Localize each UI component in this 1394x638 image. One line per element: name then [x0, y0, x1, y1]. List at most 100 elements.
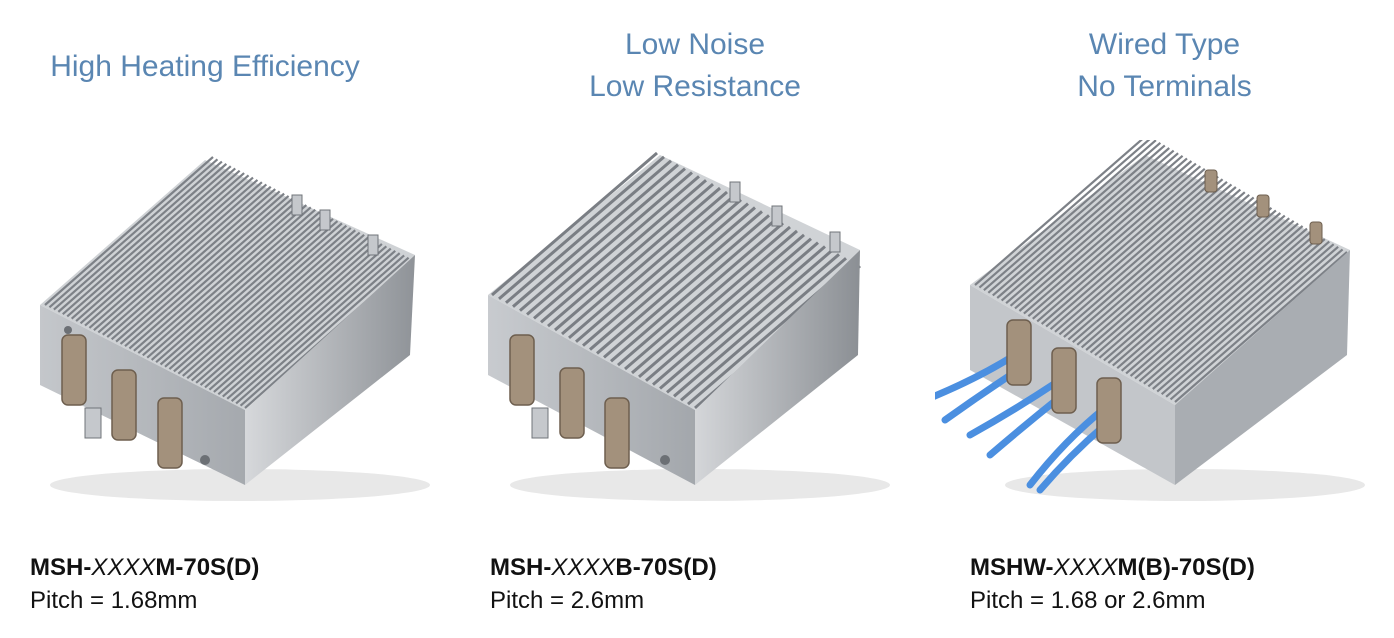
fin-line — [568, 194, 735, 339]
fin-line — [505, 159, 672, 304]
product-card-2: Low Noise Low Resistance — [460, 0, 930, 638]
fin-line — [1000, 149, 1175, 302]
fin-line — [182, 227, 352, 377]
fin-line — [547, 183, 714, 328]
heading-line: No Terminals — [1077, 70, 1252, 103]
fin-line — [652, 241, 819, 386]
fin-line — [137, 204, 308, 354]
fin-line — [110, 190, 281, 341]
fin-line — [1143, 232, 1317, 385]
fin-line — [146, 208, 316, 359]
fin-line — [631, 229, 798, 375]
product-card-3: Wired Type No Terminals — [935, 0, 1394, 638]
fin-line — [70, 169, 241, 320]
fin-line — [48, 158, 219, 309]
fin-line — [66, 167, 236, 318]
fin-line — [213, 243, 383, 393]
fin-line — [540, 179, 707, 324]
fin-line — [1103, 209, 1277, 362]
fin-line — [124, 197, 294, 348]
heading-line: High Heating Efficiency — [50, 50, 360, 83]
model-number: MSH-XXXXB-70S(D) — [490, 554, 717, 581]
fin-line — [638, 233, 805, 378]
fin-line — [93, 181, 263, 332]
fin-line — [1032, 167, 1206, 320]
connector — [509, 334, 630, 469]
fin-line — [1040, 173, 1215, 325]
model-number: MSHW-XXXXM(B)-70S(D) — [970, 554, 1255, 581]
fin-line — [128, 199, 299, 350]
fin-line — [987, 141, 1162, 294]
fin-line — [498, 155, 665, 301]
fin-line — [88, 179, 259, 329]
fin-line — [1018, 160, 1193, 312]
product-caption: MSH-XXXXM-70S(D) Pitch = 1.68mm — [30, 551, 259, 617]
fin-line — [75, 172, 245, 322]
fin-line — [491, 151, 658, 297]
fin-line — [596, 210, 763, 355]
fin-line — [102, 185, 272, 336]
fin-line — [1152, 238, 1326, 390]
fin-line — [512, 163, 679, 308]
fin-line — [582, 202, 749, 347]
fin-line — [610, 218, 777, 363]
fin-line — [1036, 170, 1210, 323]
model-number: MSH-XXXXM-70S(D) — [30, 554, 260, 581]
fin-line — [666, 249, 833, 394]
product-card-1: High Heating Efficiency — [0, 0, 450, 638]
fin-line — [173, 222, 343, 373]
heading-line: Low Noise — [624, 28, 766, 61]
fin-line — [1138, 230, 1313, 383]
fin-line — [1160, 243, 1335, 396]
fin-line — [1080, 196, 1255, 349]
fin-line — [1116, 217, 1290, 370]
fin-line — [1112, 214, 1286, 367]
fin-line — [155, 213, 325, 364]
product-heading: High Heating Efficiency — [0, 46, 410, 88]
connector — [1006, 319, 1122, 444]
fin-line — [84, 176, 254, 327]
fin-line — [1045, 175, 1219, 328]
fin-line — [996, 147, 1170, 299]
fin-line — [97, 183, 268, 334]
fin-line — [1156, 240, 1330, 393]
fin-line — [1094, 204, 1268, 357]
fin-line — [519, 167, 686, 312]
fin-line — [1009, 154, 1184, 307]
fin-line — [142, 206, 312, 357]
fin-line — [79, 174, 250, 325]
fin-line — [575, 198, 742, 343]
fin-line — [133, 201, 303, 352]
fin-line — [1134, 227, 1308, 380]
fin-line — [974, 140, 1143, 286]
heading-line: Low Resistance — [589, 70, 801, 103]
pitch-spec: Pitch = 2.6mm — [490, 587, 645, 614]
fin-line — [226, 250, 396, 400]
fin-line — [1014, 157, 1188, 310]
fin-line — [235, 254, 405, 405]
fin-line — [1089, 201, 1264, 354]
heater-image-2 — [488, 151, 890, 501]
fin-line — [1129, 225, 1304, 377]
pitch-spec: Pitch = 1.68mm — [30, 587, 198, 614]
fin-line — [645, 237, 812, 382]
fin-line — [57, 163, 228, 313]
product-caption: MSH-XXXXB-70S(D) Pitch = 2.6mm — [490, 551, 717, 617]
fin-line — [230, 252, 401, 402]
fin-line — [177, 224, 348, 375]
fin-line — [1169, 248, 1344, 401]
fin-line — [1076, 193, 1250, 346]
fin-line — [164, 217, 334, 368]
fin-line — [222, 247, 392, 398]
fin-line — [526, 171, 693, 316]
product-caption: MSHW-XXXXM(B)-70S(D) Pitch = 1.68 or 2.6… — [970, 551, 1255, 617]
fin-line — [159, 215, 330, 366]
fin-line — [1147, 235, 1322, 388]
fin-line — [603, 214, 770, 359]
fin-line — [554, 186, 721, 332]
fin-line — [1067, 188, 1242, 341]
fin-line — [168, 220, 339, 370]
fin-line — [1049, 178, 1224, 331]
product-heading: Wired Type No Terminals — [935, 24, 1394, 108]
pitch-spec: Pitch = 1.68 or 2.6mm — [970, 587, 1206, 614]
